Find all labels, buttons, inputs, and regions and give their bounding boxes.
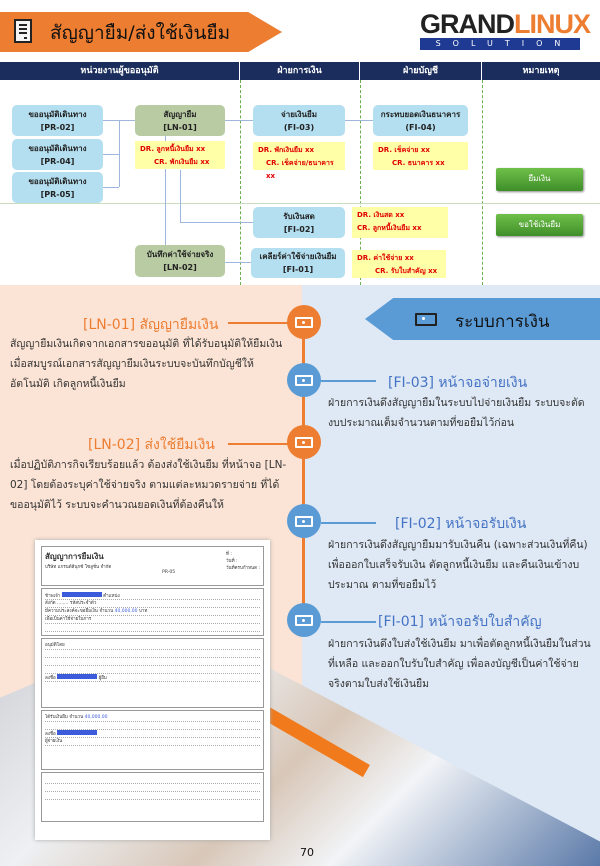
page-title: สัญญายืม/ส่งใช้เงินยืม: [50, 22, 231, 44]
ln02-heading: [LN-02] ส่งใช้ยืมเงิน: [88, 437, 215, 453]
finance-banner-title: ระบบการเงิน: [455, 312, 550, 332]
divider: [360, 80, 361, 285]
flow-box-ln02: บันทึกค่าใช้จ่ายจริง[LN-02]: [135, 245, 225, 277]
loan-contract-form-image: สัญญาการยืมเงินบริษัท แกรนด์ลีนุกซ์ โซลู…: [35, 540, 270, 840]
borrow-button[interactable]: ยืมเงิน: [496, 168, 583, 191]
divider: [482, 80, 483, 285]
finance-banner: [365, 298, 600, 340]
document-icon: [14, 19, 32, 43]
flow-box-fi01: เคลียร์ค่าใช้จ่ายเงินยืม[FI-01]: [251, 248, 345, 278]
fi01-text: ฝ่ายการเงินดึงใบส่งใช้เงินยืม มาเพื่อตัด…: [328, 638, 591, 690]
ln02-text: เมื่อปฏิบัติภารกิจเรียบร้อยแล้ว ต้องส่งใ…: [10, 459, 287, 511]
col-accounting: ฝ่ายบัญชี: [360, 62, 482, 80]
col-finance: ฝ่ายการเงิน: [240, 62, 360, 80]
col-remarks: หมายเหตุ: [522, 66, 560, 76]
flow-table-header: หน่วยงานผู้ขออนุมัติ ฝ่ายการเงิน ฝ่ายบัญ…: [0, 62, 600, 80]
money-icon: [415, 313, 437, 326]
divider: [240, 80, 241, 285]
ln01-heading: [LN-01] สัญญายืมเงิน: [83, 317, 219, 333]
flow-box-pr04: ขออนุมัติเดินทาง[PR-04]: [12, 139, 103, 170]
flow-box-pr02: ขออนุมัติเดินทาง[PR-02]: [12, 105, 103, 136]
fi02-heading: [FI-02] หน้าจอรับเงิน: [395, 516, 527, 532]
fi01-heading: [FI-01] หน้าจอรับใบสำคัญ: [378, 614, 542, 630]
fi03-text: ฝ่ายการเงินดึงสัญญายืมในระบบไปจ่ายเงินยื…: [328, 397, 585, 429]
flow-box-fi02: รับเงินสด[FI-02]: [253, 207, 345, 238]
flow-box-pr05: ขออนุมัติเดินทาง[PR-05]: [12, 172, 103, 203]
fi02-text: ฝ่ายการเงินดึงสัญญายืมมารับเงินคืน (เฉพา…: [328, 539, 588, 591]
flow-box-ln01: สัญญายืม[LN-01]: [135, 105, 225, 136]
money-icon: [287, 363, 321, 397]
page-number: 70: [300, 846, 314, 859]
flow-box-fi04: กระทบยอดเงินธนาคาร(FI-04): [373, 105, 468, 136]
repay-button[interactable]: ขอใช้เงินยืม: [496, 214, 583, 236]
grandlinux-logo: GRANDLINUX SOLUTION: [420, 9, 591, 50]
timeline: [302, 320, 305, 630]
col-requester: หน่วยงานผู้ขออนุมัติ: [0, 62, 240, 80]
money-icon: [287, 305, 321, 339]
row-divider: [0, 203, 600, 204]
flow-box-fi03: จ่ายเงินยืม(FI-03): [253, 105, 345, 136]
money-icon: [287, 504, 321, 538]
money-icon: [287, 603, 321, 637]
title-banner: [0, 12, 282, 52]
money-icon: [287, 425, 321, 459]
ln01-text: สัญญายืมเงินเกิดจากเอกสารขออนุมัติ ที่ได…: [10, 338, 283, 390]
fi03-heading: [FI-03] หน้าจอจ่ายเงิน: [388, 375, 528, 391]
